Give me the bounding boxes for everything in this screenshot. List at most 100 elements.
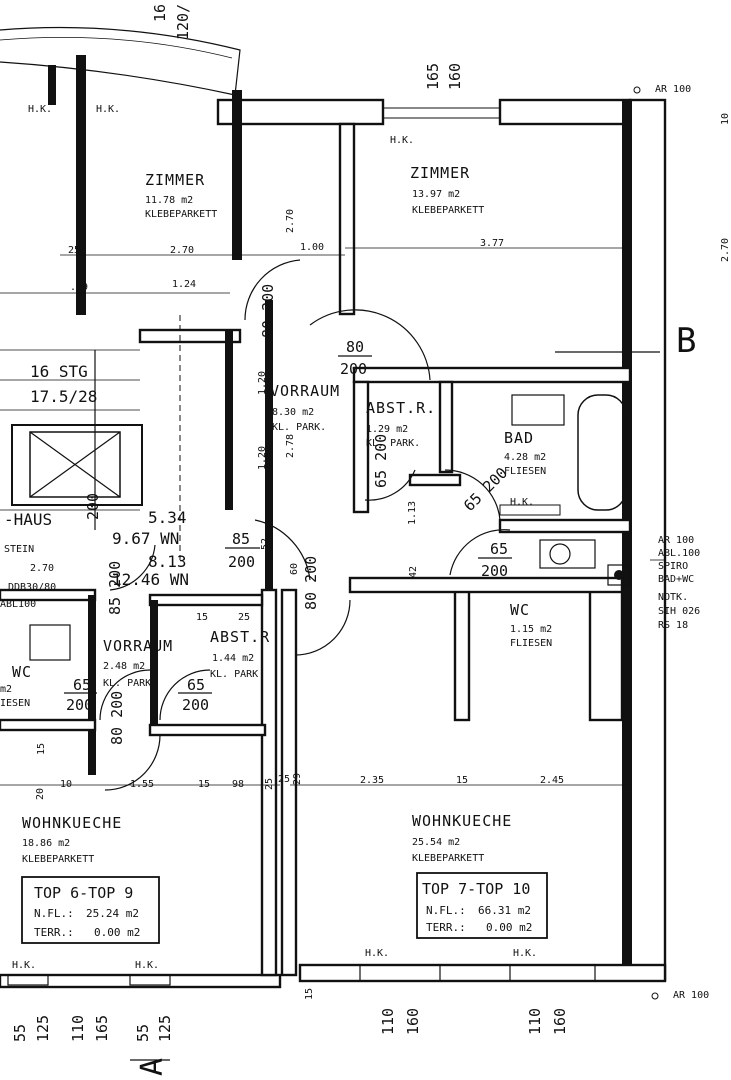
v-label: 80 200 (302, 556, 320, 610)
hk-label: H.K. (12, 960, 36, 971)
door-label-1: 80 200 (338, 338, 372, 378)
top-box-title: TOP 7-TOP 10 (422, 880, 530, 898)
top-box-terr: 0.00 m2 (486, 921, 532, 934)
wall-wc-left (453, 588, 471, 722)
wall-zimmer-divider (338, 122, 356, 316)
room-abstr-small: ABST.R 1.44 m2 KL. PARK (210, 628, 269, 680)
door-label-4: 65 200 (64, 676, 97, 714)
window-bottom-2 (509, 964, 596, 982)
v-label: 29 (292, 773, 303, 785)
wall-zimmer-left-right (232, 90, 242, 260)
door-width: 85 (232, 530, 250, 548)
hk-label: H.K. (390, 135, 414, 146)
wall-bottom-right (298, 963, 667, 983)
top-box-title: TOP 6-TOP 9 (34, 884, 133, 902)
room-name: WOHNKUECHE (22, 814, 122, 832)
room-wc-right: WC 1.15 m2 FLIESEN (510, 601, 552, 649)
wall-top-mid (216, 98, 385, 126)
dim: 1.00 (300, 242, 324, 253)
room-floor: KLEBEPARKETT (412, 853, 484, 864)
door-arc-2 (309, 309, 431, 381)
stat-1: 5.34 (148, 508, 187, 527)
wall-lower-mid-v (150, 600, 158, 730)
room-floor: KLEBEPARKETT (412, 205, 484, 216)
dim: .09 (70, 282, 88, 293)
edge-label: 10 (720, 113, 731, 125)
v-label: 25 (264, 778, 275, 790)
door-arc-4 (444, 469, 501, 521)
v-label: 1.13 (407, 501, 418, 525)
dim: 15 (196, 612, 208, 623)
room-area: 1.15 m2 (510, 624, 552, 635)
note: SPIRO (658, 561, 688, 572)
room-area: 11.78 m2 (145, 195, 193, 206)
v-label: 42 (408, 566, 419, 578)
top-box-nfl-label: N.FL.: (426, 904, 466, 917)
right-notes: AR 100 AR 100 AR 100 ABL.100 SPIRO BAD+W… (633, 84, 731, 1001)
top-box-left: TOP 6-TOP 9 N.FL.: 25.24 m2 TERR.: 0.00 … (21, 876, 160, 944)
room-floor: KL. PARK (210, 669, 258, 680)
stat-4: 12.46 WN (112, 570, 189, 589)
room-wohnkueche-right: WOHNKUECHE 25.54 m2 KLEBEPARKETT (412, 812, 512, 864)
bottom-dim: 165 (93, 1015, 111, 1042)
wall-vorraum-left (265, 300, 273, 600)
v-label: 2.70 (285, 209, 296, 233)
door-arc-11 (104, 734, 161, 791)
window-bottom-1 (359, 964, 441, 982)
room-zimmer-left: ZIMMER 11.78 m2 KLEBEPARKETT (145, 171, 217, 220)
room-area: 1.44 m2 (212, 653, 254, 664)
room-area: 4.28 m2 (504, 452, 546, 463)
door-width: 65 (73, 676, 91, 694)
hk-label: H.K. (510, 497, 534, 508)
v-label: 2.78 (285, 434, 296, 458)
hk-label: H.K. (28, 104, 52, 115)
room-zimmer-right: ZIMMER 13.97 m2 KLEBEPARKETT (410, 164, 484, 216)
room-floor: FLIESEN (504, 466, 546, 477)
radiator-bad (499, 504, 561, 516)
vent-box (607, 564, 631, 586)
top-box-right: TOP 7-TOP 10 N.FL.: 66.31 m2 TERR.: 0.00… (416, 872, 548, 939)
room-name: VORRAUM (270, 382, 340, 400)
wall-abstr-left (352, 380, 370, 514)
window-bottom-4 (129, 974, 171, 986)
haus-label: -HAUS (4, 510, 52, 529)
room-floor: KL. PARK (103, 678, 151, 689)
room-floor: KLEBEPARKETT (22, 854, 94, 865)
door-width: 65 (187, 676, 205, 694)
v-label: 1.20 (257, 446, 268, 470)
ar-bottom-label: AR 100 (673, 990, 709, 1001)
hk-label: H.K. (96, 104, 120, 115)
room-name: ZIMMER (145, 171, 205, 189)
toilet-bowl (549, 543, 571, 565)
edge-label: 2.70 (720, 238, 731, 262)
dimension-lines (0, 247, 665, 786)
v-label: 60 (289, 563, 300, 575)
toilet-left (29, 624, 71, 661)
window-bottom-3 (7, 974, 49, 986)
v-label: 20 (35, 788, 46, 800)
dim: 1.55 (130, 779, 154, 790)
top-dim: 160 (446, 63, 464, 90)
top-dim: 16 (151, 4, 169, 22)
section-marker-b: B (676, 321, 696, 361)
top-dim: 165 (424, 63, 442, 90)
room-name: WOHNKUECHE (412, 812, 512, 830)
wall-lower-wc-bottom (0, 718, 97, 732)
m2-left-label: m2 (0, 684, 12, 695)
door-width: 65 (490, 540, 508, 558)
bottom-dims: 55 125 110 165 55 125 110 160 110 160 (11, 1008, 569, 1042)
bay-window-line (0, 36, 233, 59)
dimension-labels: 25 2.70 1.00 3.77 .09 1.24 2.70 1.55 98 … (30, 238, 564, 790)
top-box-terr-label: TERR.: (426, 921, 466, 934)
wall-center-long (280, 588, 298, 977)
stair-count: 16 STG (30, 362, 88, 381)
room-floor: FLIESEN (510, 638, 552, 649)
top-box-terr: 0.00 m2 (94, 926, 140, 939)
top-box-nfl: 25.24 m2 (86, 907, 139, 920)
door-height: 200 (228, 553, 255, 571)
door-arc-10 (159, 669, 211, 721)
staircase (0, 315, 181, 560)
dim: 10 (60, 779, 72, 790)
v-label: 80 200 (259, 284, 277, 338)
